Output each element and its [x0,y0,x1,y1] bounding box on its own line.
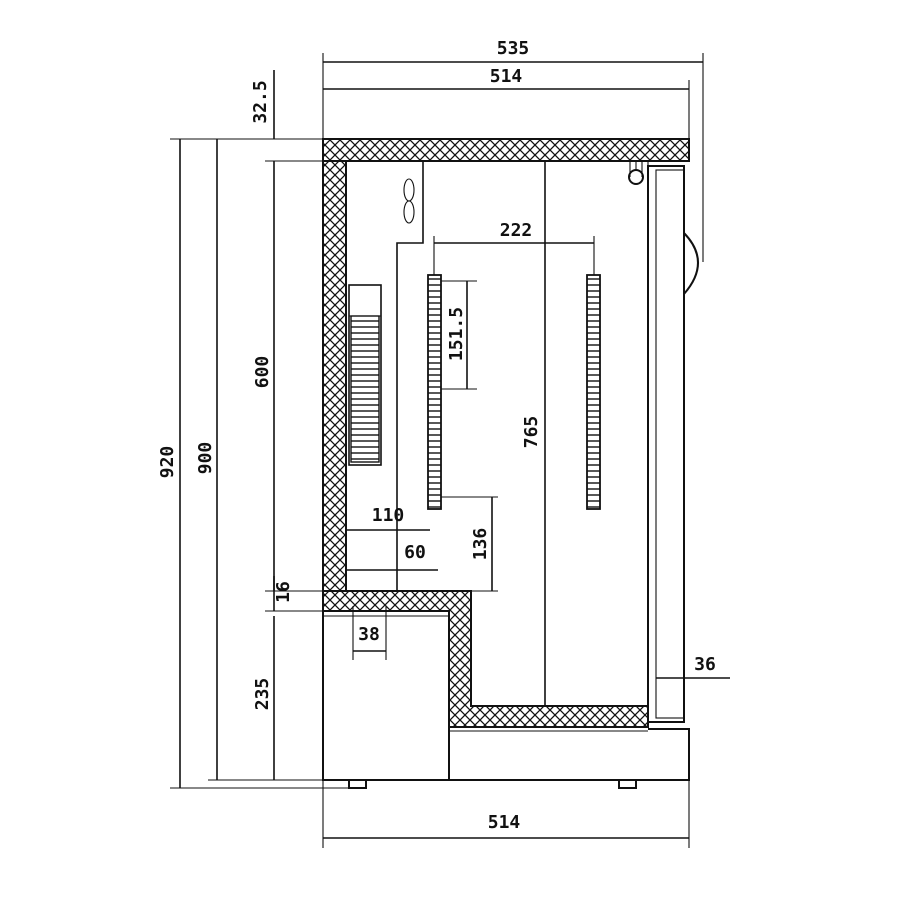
door-frame [647,165,685,723]
dim-door-thickness: 36 [694,654,716,675]
duct-partition [396,161,424,591]
foot-right [618,779,637,789]
dim-overall-depth: 535 [497,38,530,59]
shelf-upright-left [427,274,442,510]
door-handle [683,232,699,295]
foot-left [348,779,367,789]
dim-drain-width: 38 [358,624,380,645]
dim-top-thickness: 32.5 [250,80,271,123]
dim-compressor-height: 235 [252,678,273,711]
fan-duct [348,161,424,591]
door [628,161,699,727]
dim-top-depth: 514 [490,66,523,87]
dim-step-height: 136 [470,528,491,561]
cabinet-body [322,138,690,789]
dim-interior-height: 600 [252,356,273,389]
shelf-upright-right [586,274,601,510]
top-insulation [322,138,690,162]
floor-insulation [322,590,649,728]
fan-icon [403,178,415,224]
dim-evaporator-depth: 110 [372,505,405,526]
door-glass [655,169,685,719]
dimension-labels: 535 514 32.5 920 900 600 222 151.5 765 1… [157,38,716,833]
dim-shelf-pitch: 151.5 [446,307,467,361]
evaporator-coil [348,284,382,466]
dimension-lines [170,53,730,848]
dim-base-depth: 514 [488,812,521,833]
dim-fan-offset: 60 [404,542,426,563]
dim-door-height: 765 [521,416,542,449]
dim-body-height: 900 [195,442,216,475]
base-plinth [449,728,690,781]
door-hinge-icon [628,169,644,185]
left-wall-insulation [322,160,347,592]
lower-body-outline [322,611,450,781]
dim-floor-thickness: 16 [273,581,294,603]
dim-shelf-spacing: 222 [500,220,533,241]
dim-total-height: 920 [157,446,178,479]
